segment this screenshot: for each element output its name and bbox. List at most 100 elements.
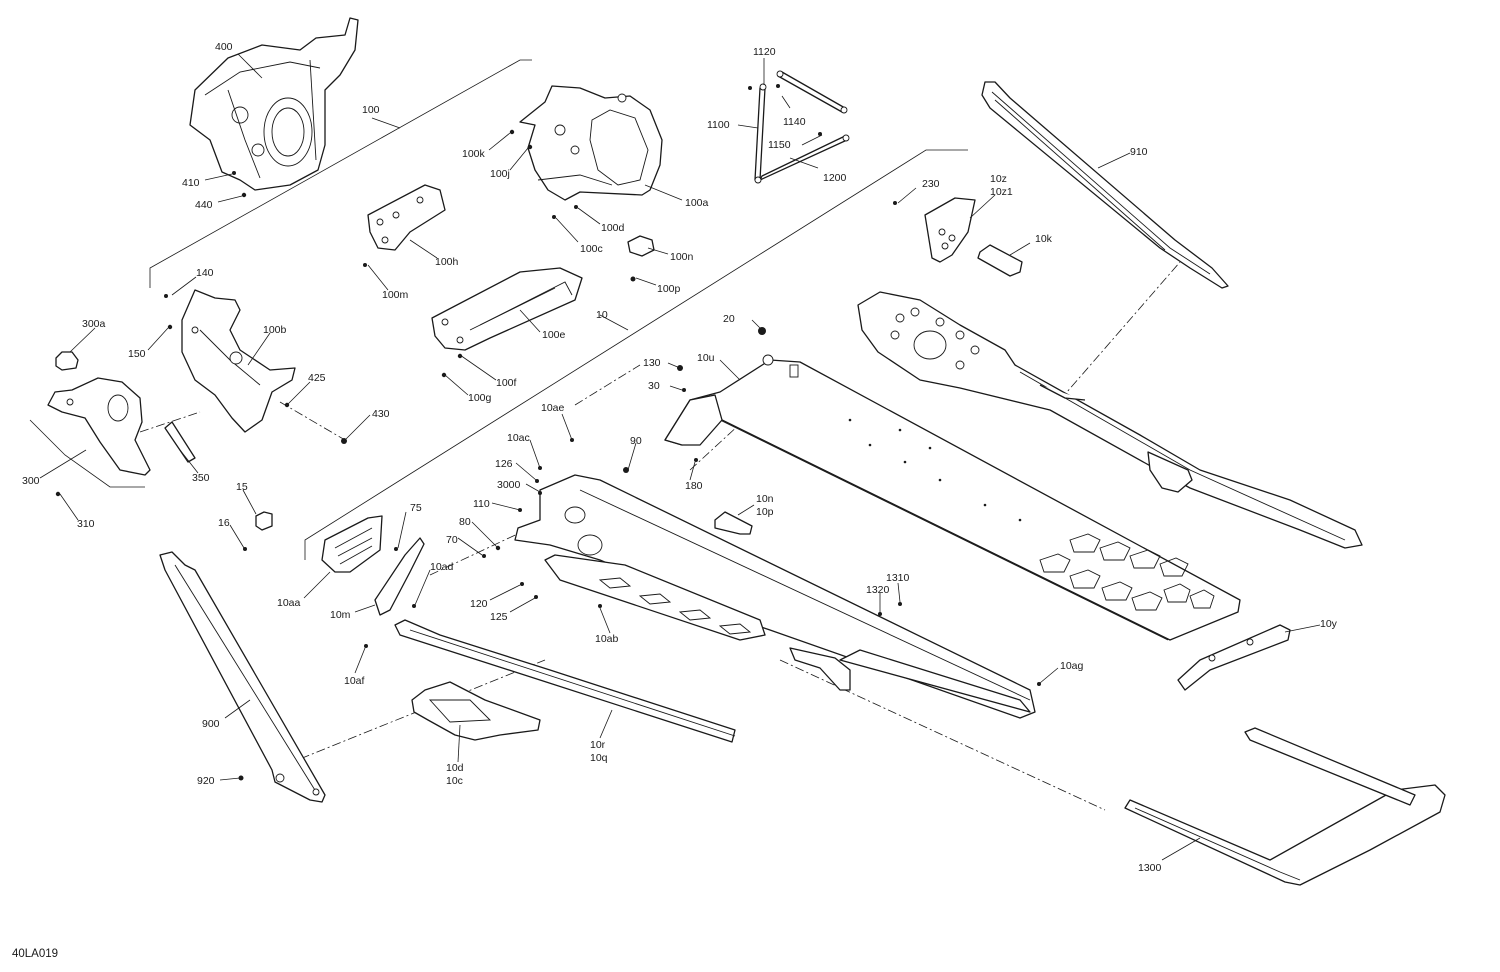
label-10: 10 — [596, 309, 608, 321]
label-10n: 10n — [756, 493, 774, 505]
label-425: 425 — [308, 372, 326, 384]
label-10z1: 10z1 — [990, 186, 1013, 198]
label-10af: 10af — [344, 675, 365, 687]
label-10ac: 10ac — [507, 432, 530, 444]
drawing-code: 40LA019 — [12, 948, 58, 960]
label-126: 126 — [495, 458, 513, 470]
label-16: 16 — [218, 517, 230, 529]
label-100a: 100a — [685, 197, 709, 209]
label-1140: 1140 — [783, 116, 806, 128]
part-10aa-grille — [321, 515, 383, 573]
label-300: 300 — [22, 475, 40, 487]
label-140: 140 — [196, 267, 214, 279]
rods-1100-1140-1200 — [754, 70, 850, 184]
label-10ag: 10ag — [1060, 660, 1084, 672]
label-10k: 10k — [1035, 233, 1053, 245]
label-100g: 100g — [468, 392, 492, 404]
label-100p: 100p — [657, 283, 681, 295]
label-150: 150 — [128, 348, 146, 360]
part-tunnel-left-wall — [514, 474, 1036, 719]
label-100m: 100m — [382, 289, 409, 301]
label-230: 230 — [922, 178, 940, 190]
label-1120: 1120 — [753, 46, 776, 58]
part-100a-frame — [519, 85, 663, 201]
label-10ad: 10ad — [430, 561, 454, 573]
label-410: 410 — [182, 177, 200, 189]
part-100h-plate — [367, 184, 446, 251]
label-100c: 100c — [580, 243, 603, 255]
part-10y-bracket — [1177, 624, 1291, 691]
part-15-grommet — [255, 511, 273, 531]
part-300-bracket — [47, 351, 196, 476]
label-100j: 100j — [490, 168, 510, 180]
group-boundary-lines — [29, 59, 968, 560]
label-1310: 1310 — [886, 572, 910, 584]
label-10r: 10r — [590, 739, 606, 751]
label-70: 70 — [446, 534, 458, 546]
label-10m: 10m — [330, 609, 351, 621]
label-1150: 1150 — [768, 139, 791, 151]
label-1200: 1200 — [823, 172, 847, 184]
fasteners — [55, 84, 1041, 781]
label-10q: 10q — [590, 752, 608, 764]
label-180: 180 — [685, 480, 703, 492]
label-10ab: 10ab — [595, 633, 619, 645]
label-100h: 100h — [435, 256, 459, 268]
part-tunnel-right-wall — [857, 291, 1363, 549]
label-30: 30 — [648, 380, 660, 392]
part-100n-cap — [627, 235, 655, 257]
part-10m-bracket — [374, 537, 425, 616]
part-900-rail — [159, 551, 326, 803]
leader-lines — [39, 53, 1321, 861]
label-100b: 100b — [263, 324, 287, 336]
label-1100: 1100 — [707, 119, 730, 131]
label-15: 15 — [236, 481, 248, 493]
label-100: 100 — [362, 104, 380, 116]
label-10z: 10z — [990, 173, 1007, 185]
label-125: 125 — [490, 611, 508, 623]
label-3000: 3000 — [497, 479, 521, 491]
label-430: 430 — [372, 408, 390, 420]
label-90: 90 — [630, 435, 642, 447]
part-10u-tunnel — [664, 354, 1241, 641]
part-10d-footrest — [411, 681, 541, 741]
label-100d: 100d — [601, 222, 625, 234]
part-1300-bumper — [1124, 727, 1446, 886]
callout-labels: 400 100 1120 1100 1140 1150 1200 910 100… — [22, 41, 1338, 874]
label-1320: 1320 — [866, 584, 890, 596]
label-100f: 100f — [496, 377, 517, 389]
label-10u: 10u — [697, 352, 715, 364]
part-100e-tray — [431, 267, 583, 351]
label-1300: 1300 — [1138, 862, 1162, 874]
label-440: 440 — [195, 199, 213, 211]
bracket-10n-10p — [714, 511, 753, 535]
label-310: 310 — [77, 518, 95, 530]
label-400: 400 — [215, 41, 233, 53]
label-910: 910 — [1130, 146, 1148, 158]
label-10y: 10y — [1320, 618, 1338, 630]
part-910-rail — [981, 81, 1229, 289]
label-10p: 10p — [756, 506, 774, 518]
part-10r-strip — [394, 619, 736, 743]
label-10d: 10d — [446, 762, 464, 774]
label-130: 130 — [643, 357, 661, 369]
label-100e: 100e — [542, 329, 566, 341]
label-350: 350 — [192, 472, 210, 484]
label-10c: 10c — [446, 775, 463, 787]
label-75: 75 — [410, 502, 422, 514]
label-100n: 100n — [670, 251, 694, 263]
label-110: 110 — [473, 498, 490, 510]
label-10aa: 10aa — [277, 597, 301, 609]
label-120: 120 — [470, 598, 488, 610]
label-300a: 300a — [82, 318, 106, 330]
part-100b-frame-side — [181, 289, 296, 433]
label-920: 920 — [197, 775, 215, 787]
label-20: 20 — [723, 313, 735, 325]
label-900: 900 — [202, 718, 220, 730]
bracket-10z-10k — [924, 197, 1023, 277]
part-400-bulkhead — [189, 17, 359, 191]
label-10ae: 10ae — [541, 402, 565, 414]
label-100k: 100k — [462, 148, 486, 160]
label-80: 80 — [459, 516, 471, 528]
